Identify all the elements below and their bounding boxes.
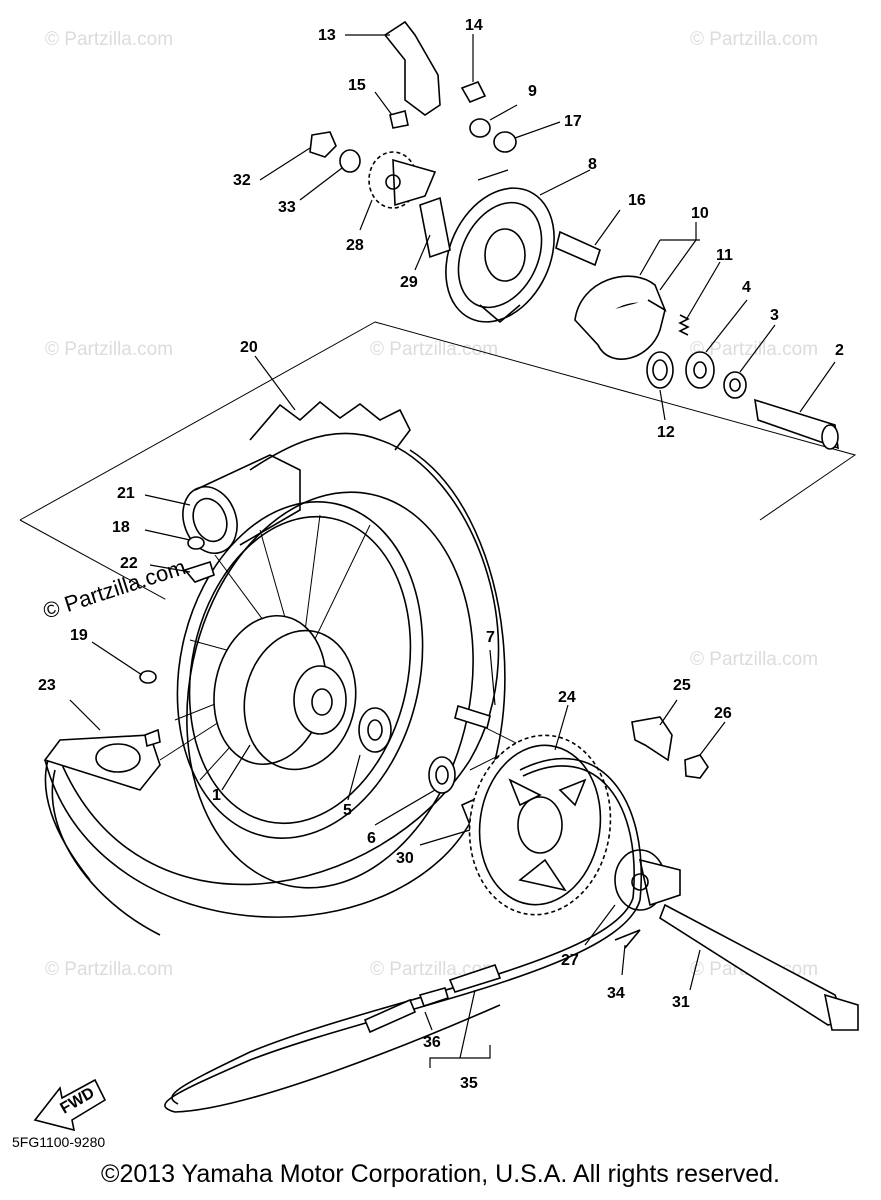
axle-spacer [754, 398, 839, 450]
valve [144, 728, 161, 748]
spoke-nipple [139, 670, 157, 684]
callout-13: 13 [318, 27, 336, 44]
wheel-axle [659, 903, 859, 1031]
callout-7: 7 [486, 629, 495, 646]
brake-arm [383, 20, 441, 116]
callout-2: 2 [835, 342, 844, 359]
watermark: © Partzilla.com [690, 649, 818, 670]
watermark: © Partzilla.com [370, 339, 498, 360]
brake-seal [646, 351, 674, 389]
watermark: © Partzilla.com [45, 339, 173, 360]
callout-11: 11 [716, 247, 733, 264]
callout-28: 28 [346, 237, 364, 254]
callout-15: 15 [348, 77, 366, 94]
rim-lock-nut [183, 560, 215, 583]
copyright-notice: ©2013 Yamaha Motor Corporation, U.S.A. A… [101, 1160, 780, 1188]
arm-nut [389, 110, 409, 129]
callout-9: 9 [528, 83, 537, 100]
axle-nut [309, 131, 337, 158]
callouts: 1 2 3 4 5 6 7 8 9 10 11 12 13 14 15 16 1… [38, 17, 844, 1092]
brake-shoes [574, 275, 667, 360]
left-bearing [685, 351, 715, 389]
callout-18: 18 [112, 519, 130, 536]
drive-sprocket [368, 151, 437, 209]
arm-washer [469, 118, 491, 138]
collar-small [723, 371, 747, 399]
hub [213, 614, 357, 771]
rim-band [43, 734, 161, 936]
callout-24: 24 [558, 689, 576, 706]
assembly-outline [19, 321, 857, 521]
callout-33: 33 [278, 199, 296, 216]
callout-12: 12 [657, 424, 675, 441]
leader-lines [69, 34, 836, 1068]
spacer-bolt [454, 704, 491, 730]
watermark: © Partzilla.com [45, 959, 173, 980]
callout-16: 16 [628, 192, 646, 209]
rim-lock [187, 536, 205, 550]
rear-sprocket [468, 734, 612, 916]
callout-10: 10 [691, 205, 709, 222]
fwd-arrow: FWD [33, 1078, 107, 1132]
right-bearing [358, 707, 392, 753]
brake-panel [445, 187, 555, 324]
callout-17: 17 [564, 113, 582, 130]
callout-25: 25 [673, 677, 691, 694]
callout-3: 3 [770, 307, 779, 324]
callout-14: 14 [465, 17, 483, 34]
callout-4: 4 [742, 279, 751, 296]
cotter-pin [614, 929, 641, 949]
callout-5: 5 [343, 802, 352, 819]
callout-22: 22 [120, 555, 138, 572]
callout-6: 6 [367, 830, 376, 847]
watermark: © Partzilla.com [690, 29, 818, 50]
callout-1: 1 [212, 787, 221, 804]
diagram-code: 5FG1100-9280 [12, 1134, 106, 1150]
lock-plate [631, 716, 673, 762]
arm-bushing [493, 131, 517, 153]
oil-seal [428, 756, 456, 794]
callout-23: 23 [38, 677, 56, 694]
sprocket-nut [684, 754, 709, 779]
callout-27: 27 [561, 952, 579, 969]
master-link [363, 963, 502, 1034]
callout-19: 19 [70, 627, 88, 644]
brake-camshaft [555, 230, 601, 267]
callout-31: 31 [672, 994, 690, 1011]
callout-35: 35 [460, 1075, 478, 1092]
watermark: © Partzilla.com [690, 339, 818, 360]
callout-21: 21 [117, 485, 135, 502]
callout-34: 34 [607, 985, 625, 1002]
axle-washer [339, 149, 361, 173]
callout-29: 29 [400, 274, 418, 291]
chain-puller [614, 849, 681, 911]
arm-bolt [460, 80, 487, 104]
callout-20: 20 [240, 339, 258, 356]
watermark: © Partzilla.com [45, 29, 173, 50]
callout-30: 30 [396, 850, 414, 867]
callout-26: 26 [714, 705, 732, 722]
callout-32: 32 [233, 172, 251, 189]
drive-chain [164, 757, 642, 1113]
callout-36: 36 [423, 1034, 441, 1051]
callout-8: 8 [588, 156, 597, 173]
